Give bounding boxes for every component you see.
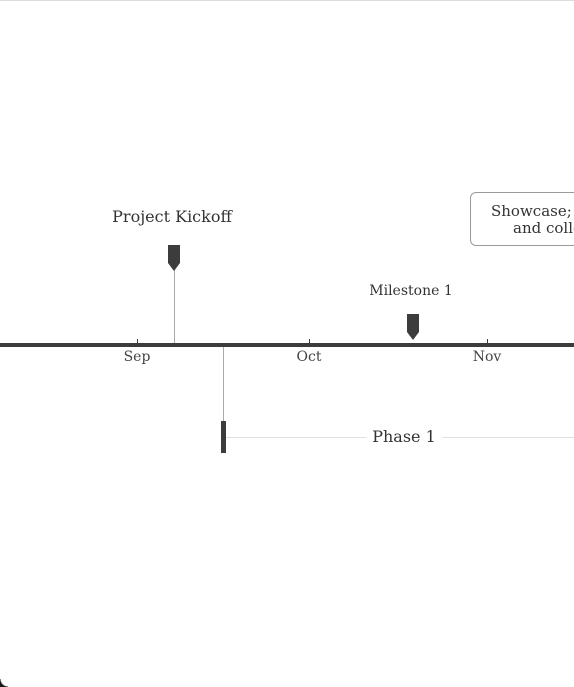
phase-label-phase-1: Phase 1 xyxy=(366,427,442,446)
phase-stem-phase-1 xyxy=(223,347,224,423)
event-callout-showcase[interactable]: Showcase; G and colle xyxy=(470,192,574,246)
axis-tick-oct xyxy=(309,339,310,347)
axis-tick-label-nov: Nov xyxy=(472,349,502,365)
event-label-project-kickoff: Project Kickoff xyxy=(112,207,232,226)
callout-line-2: and colle xyxy=(513,219,574,237)
axis-tick-label-sep: Sep xyxy=(123,349,151,365)
timeline-axis xyxy=(0,343,574,347)
callout-line-1: Showcase; G xyxy=(491,202,574,220)
axis-tick-label-oct: Oct xyxy=(296,349,322,365)
event-marker-milestone-1[interactable] xyxy=(407,314,419,340)
axis-tick-sep xyxy=(137,339,138,347)
phase-start-bar-phase-1[interactable] xyxy=(221,421,226,453)
event-label-milestone-1: Milestone 1 xyxy=(369,283,453,299)
event-stem-project-kickoff xyxy=(174,263,175,343)
event-marker-project-kickoff[interactable] xyxy=(168,245,180,271)
axis-tick-nov xyxy=(487,339,488,347)
